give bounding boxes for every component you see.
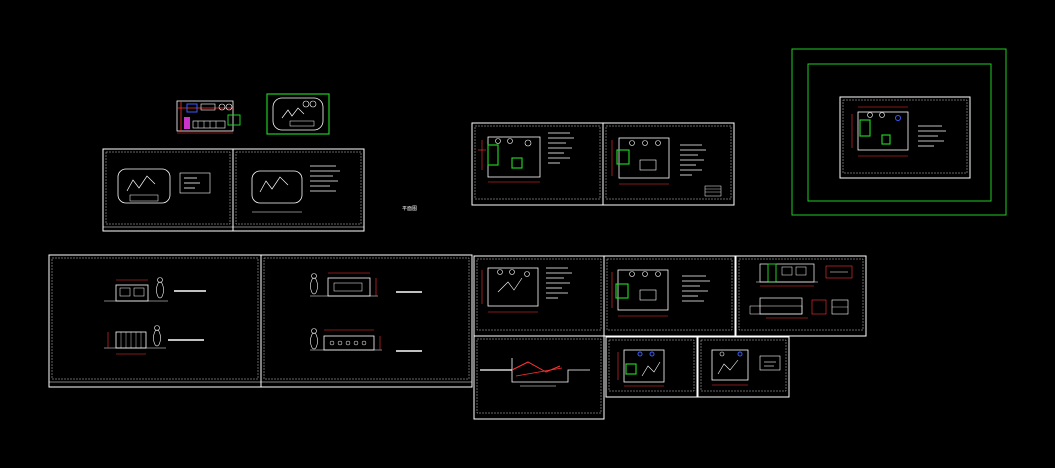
- sheet-d3[interactable]: [735, 255, 867, 337]
- sheet-b2[interactable]: [602, 122, 735, 206]
- sheet-d1[interactable]: [473, 255, 605, 337]
- floating-label: 平面图: [402, 206, 417, 212]
- sheet-c1[interactable]: [48, 254, 262, 388]
- plan-small-colored[interactable]: [176, 100, 241, 134]
- sheet-c2[interactable]: [260, 254, 473, 388]
- plan-small-framed[interactable]: [266, 93, 330, 135]
- sheet-e3[interactable]: [697, 336, 790, 398]
- sheet-e2[interactable]: [605, 336, 698, 398]
- sheet-d2[interactable]: [603, 255, 736, 337]
- sheet-green[interactable]: [791, 48, 1007, 216]
- sheet-a1[interactable]: [102, 148, 234, 232]
- sheet-a2[interactable]: [232, 148, 365, 232]
- sheet-b1[interactable]: [471, 122, 604, 206]
- sheet-e1[interactable]: [473, 335, 605, 420]
